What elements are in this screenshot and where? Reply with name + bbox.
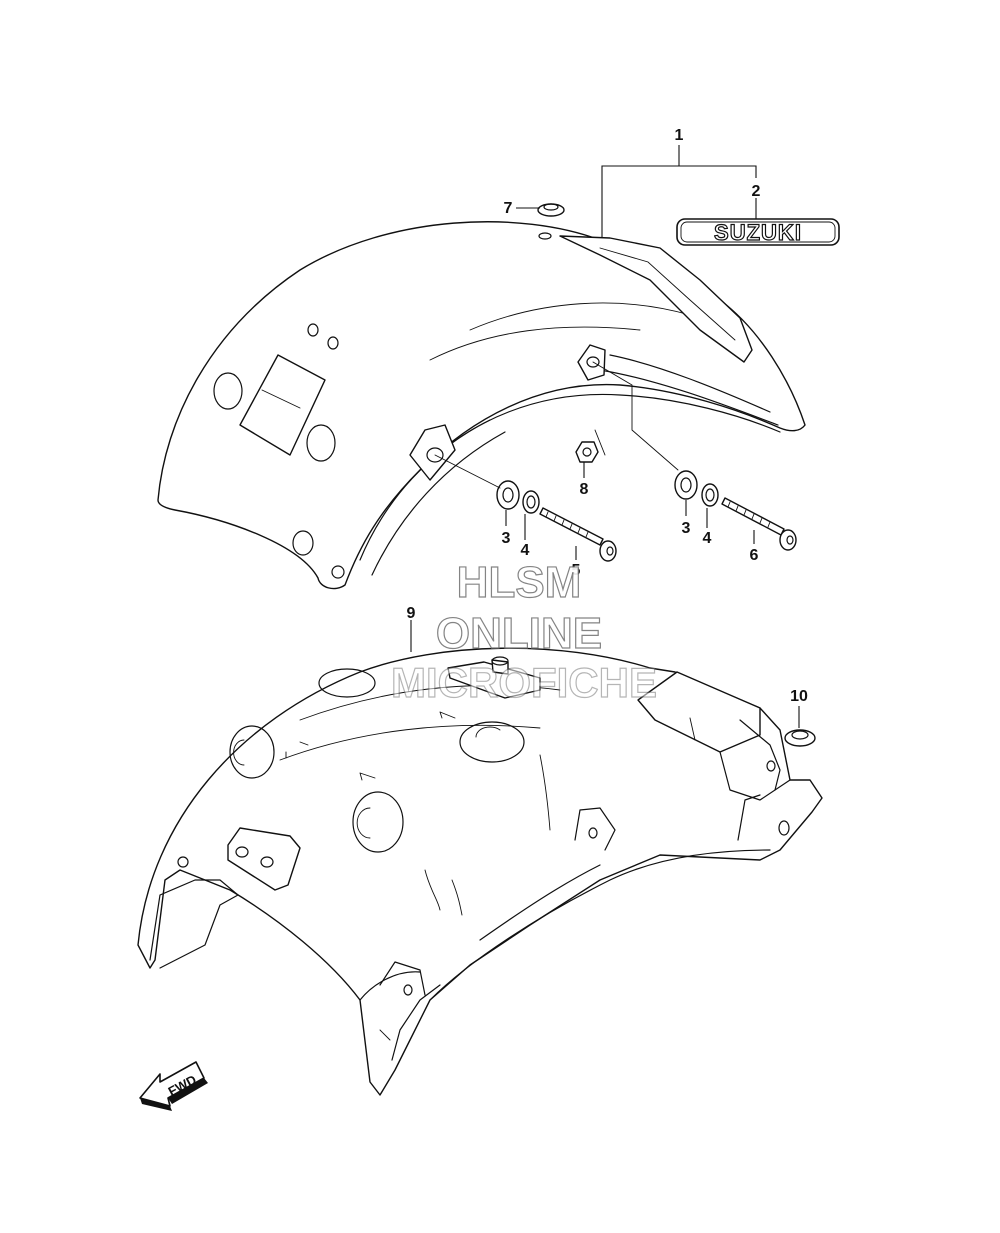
callout-8: 8 (580, 481, 589, 498)
suzuki-emblem: SUZUKI (676, 218, 840, 246)
washer-part-4-right (701, 483, 719, 507)
grommet-part-7 (537, 203, 565, 217)
callout-3-left: 3 (502, 530, 511, 547)
leader-lines (410, 145, 800, 728)
watermark-line-1: HLSM (457, 558, 582, 607)
callout-7: 7 (504, 200, 513, 217)
mount-axis-right (592, 361, 679, 471)
callout-4-right: 4 (703, 530, 712, 547)
callout-1: 1 (675, 127, 684, 144)
watermark-line-2: ONLINE (436, 609, 602, 658)
inner-fender (137, 647, 823, 1096)
bolt-part-6 (721, 497, 797, 551)
callout-10: 10 (790, 688, 808, 705)
rear-fender (157, 221, 806, 590)
callout-5: 5 (572, 562, 581, 579)
cushion-part-3-left (496, 480, 520, 510)
callout-2: 2 (752, 183, 761, 200)
washer-part-4-left (522, 490, 540, 514)
fwd-arrow-icon: FWD (139, 1061, 208, 1111)
callout-4-left: 4 (521, 542, 530, 559)
mount-axis-left (434, 454, 501, 489)
watermark-line-3: MICROFICHE (391, 659, 657, 706)
callout-9: 9 (407, 605, 416, 622)
bolt-part-5 (539, 507, 617, 562)
watermark: HLSM ONLINE MICROFICHE (390, 557, 657, 706)
emblem-text: SUZUKI (714, 220, 802, 245)
grommet-part-10 (784, 729, 816, 747)
cushion-part-3-right (674, 470, 698, 500)
callout-6: 6 (750, 547, 759, 564)
nut-part-8 (575, 441, 599, 463)
callout-3-right: 3 (682, 520, 691, 537)
